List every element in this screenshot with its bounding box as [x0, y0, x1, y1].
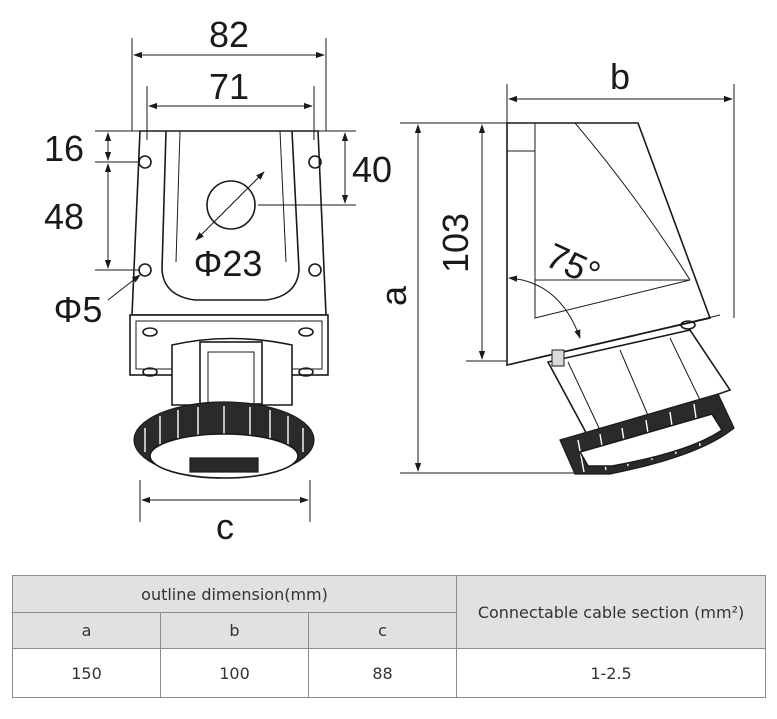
overall-width-label: 82	[209, 14, 249, 55]
column-header-a: a	[12, 612, 161, 649]
cable-section-value: 1-2.5	[456, 648, 767, 698]
depth-label: b	[610, 56, 630, 97]
socket-width-label: c	[216, 506, 234, 547]
value-b: 100	[160, 648, 309, 698]
vertical-spacing-label: 48	[44, 196, 84, 237]
mounting-hole-bottom-right	[308, 263, 322, 277]
box-height-label: 103	[435, 213, 476, 273]
center-offset-label: 40	[352, 149, 392, 190]
technical-drawing: 82 71 16 48 40 Φ23 Φ5 c	[44, 14, 735, 547]
value-c: 88	[307, 648, 458, 698]
column-header-c: c	[307, 612, 458, 649]
mounting-hole-top-right	[308, 155, 322, 169]
dimension-table: outline dimension(mm) Connectable cable …	[11, 575, 767, 698]
outline-dimension-header: outline dimension(mm)	[11, 575, 458, 613]
value-a: 150	[12, 648, 161, 698]
side-view: b a 103 75°	[373, 56, 735, 475]
height-label: a	[373, 285, 414, 306]
cable-section-header: Connectable cable section (mm²)	[456, 575, 767, 649]
column-header-b: b	[160, 612, 309, 649]
hole-spacing-label: 71	[209, 66, 249, 107]
mounting-hole-diameter-label: Φ5	[54, 289, 103, 330]
center-hole-diameter-label: Φ23	[194, 243, 263, 284]
top-offset-label: 16	[44, 128, 84, 169]
front-view: 82 71 16 48 40 Φ23 Φ5 c	[44, 14, 392, 547]
